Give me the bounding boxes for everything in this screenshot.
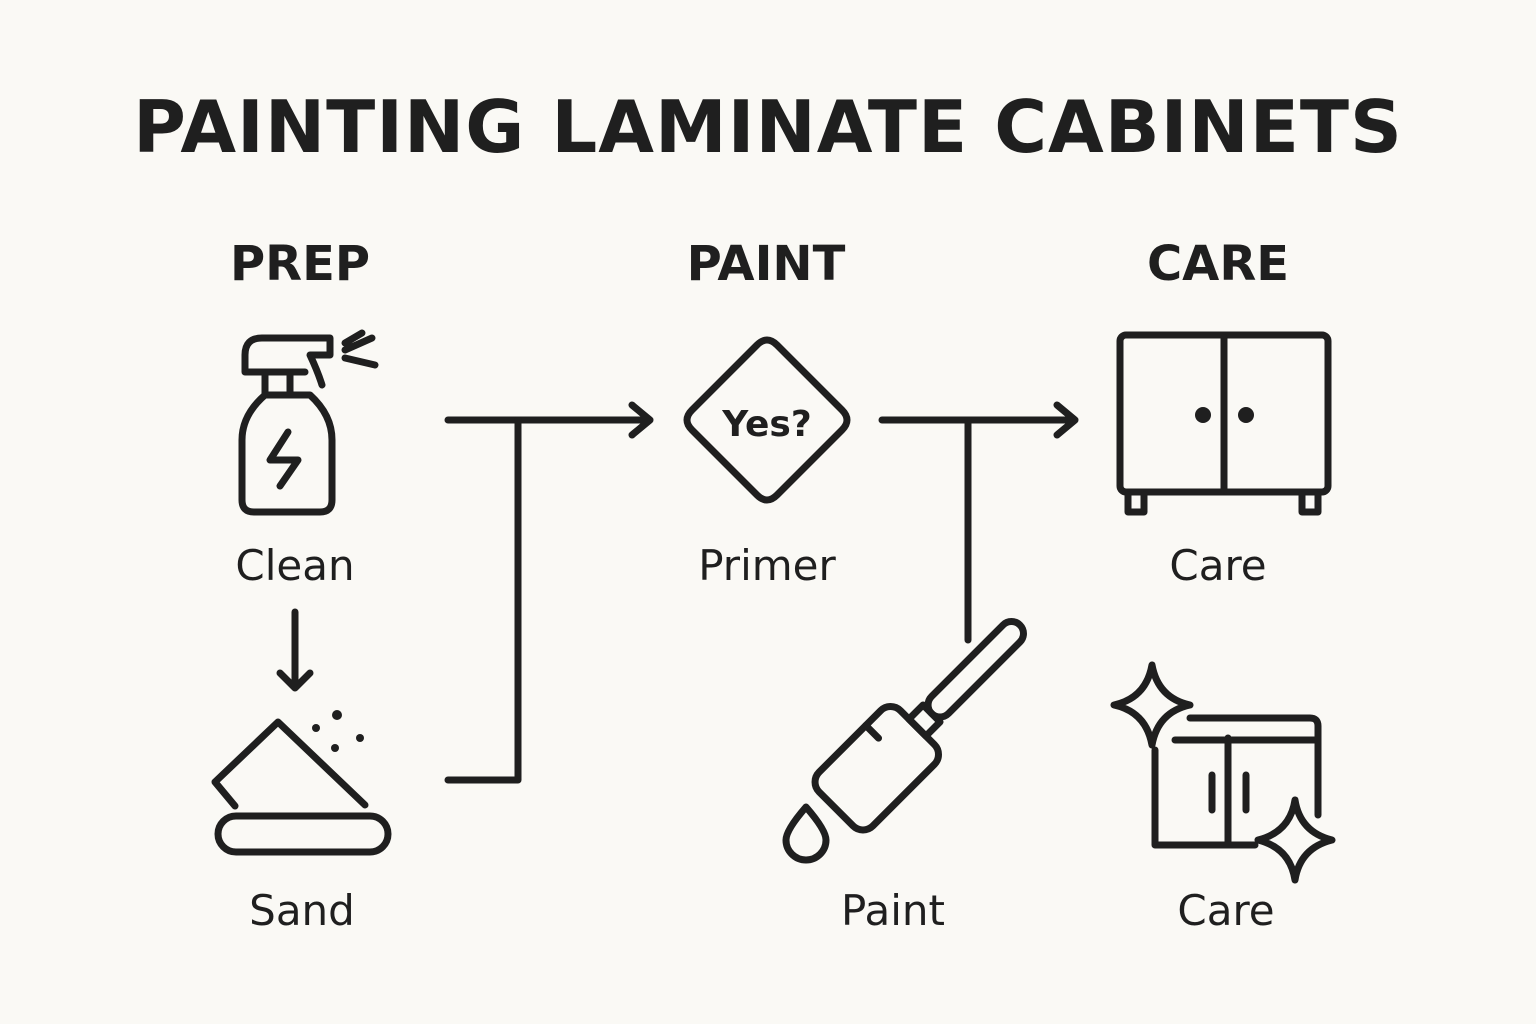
connector-prep-to-paint [444, 401, 654, 784]
step-label-sand: Sand [249, 886, 355, 935]
step-label-paint: Paint [841, 886, 945, 935]
section-header-care: CARE [1147, 236, 1289, 292]
step-label-clean: Clean [235, 541, 354, 590]
decision-diamond-icon [683, 336, 851, 504]
page-title: PAINTING LAMINATE CABINETS [133, 85, 1403, 169]
paintbrush-icon [782, 618, 1027, 864]
sanding-pile-icon [211, 710, 392, 856]
clean-cabinet-sparkle-icon [1110, 661, 1336, 884]
decision-label: Yes? [721, 404, 812, 445]
section-header-prep: PREP [230, 236, 370, 292]
arrow-down-icon [276, 608, 314, 692]
connector-paint-to-care [878, 401, 1079, 644]
section-header-paint: PAINT [687, 236, 846, 292]
spray-bottle-icon [238, 329, 379, 516]
step-label-care-1: Care [1169, 541, 1266, 590]
step-label-care-2: Care [1177, 886, 1274, 935]
cabinet-icon [1116, 331, 1332, 516]
step-label-primer: Primer [698, 541, 836, 590]
